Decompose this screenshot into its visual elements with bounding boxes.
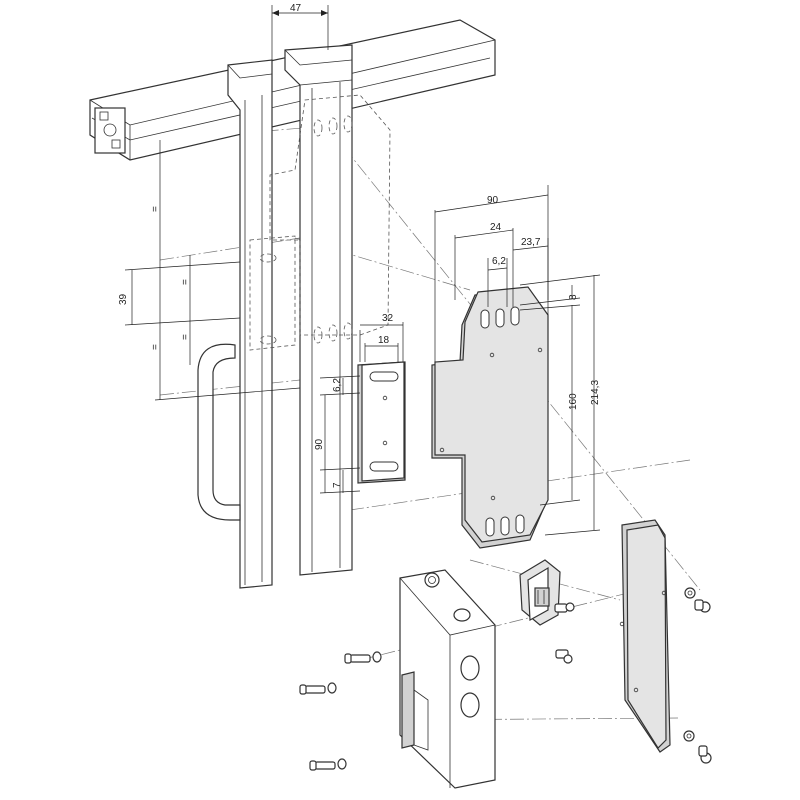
bracket-height-label: 90 (314, 438, 325, 450)
bracket-inner-label: 18 (378, 335, 390, 346)
horizontal-profile (89, 19, 496, 161)
plate-top-dimensions: 90 24 23,7 6,2 (434, 185, 549, 362)
screw-left-3 (309, 758, 347, 771)
cover-plate (619, 519, 671, 753)
screw-right-2 (683, 730, 712, 764)
screw-actuator-1 (554, 602, 575, 613)
plate-height-inner-label: 160 (568, 393, 579, 410)
screws (299, 587, 712, 771)
plate-right-dimensions: 8 160 214,3 (519, 274, 601, 536)
mounting-plate (431, 286, 549, 549)
svg-text:=: = (150, 206, 161, 212)
screw-left-2 (299, 682, 337, 695)
left-dimension-stack: = = = = 39 (118, 140, 301, 401)
svg-text:=: = (180, 334, 191, 340)
profile-width-dimension: 47 (271, 3, 329, 60)
actuator (519, 559, 561, 626)
door-handle (197, 343, 241, 521)
mounted-plate-ghost (249, 94, 391, 351)
plate-height-total-label: 214,3 (590, 380, 601, 405)
safety-switch-housing (399, 569, 496, 789)
svg-text:=: = (150, 344, 161, 350)
edge-offset-label: 23,7 (521, 237, 541, 248)
slot-spacing-label: 24 (490, 222, 502, 233)
left-spacing-label: 39 (118, 293, 129, 305)
vertical-profile-right (284, 44, 353, 576)
actuator-bracket: 32 18 6,2 90 7 (314, 313, 406, 494)
profile-width-label: 47 (290, 3, 302, 14)
slot-width-label: 6,2 (492, 256, 506, 267)
plate-width-label: 90 (487, 195, 499, 206)
screw-actuator-2 (555, 649, 573, 664)
bracket-slot-offset-label: 6,2 (332, 378, 343, 392)
svg-text:=: = (180, 279, 191, 285)
bracket-width-label: 32 (382, 313, 394, 324)
bracket-bottom-label: 7 (332, 482, 343, 488)
screw-right-1 (684, 587, 711, 613)
screw-left-1 (344, 651, 382, 664)
top-margin-label: 8 (568, 294, 579, 300)
